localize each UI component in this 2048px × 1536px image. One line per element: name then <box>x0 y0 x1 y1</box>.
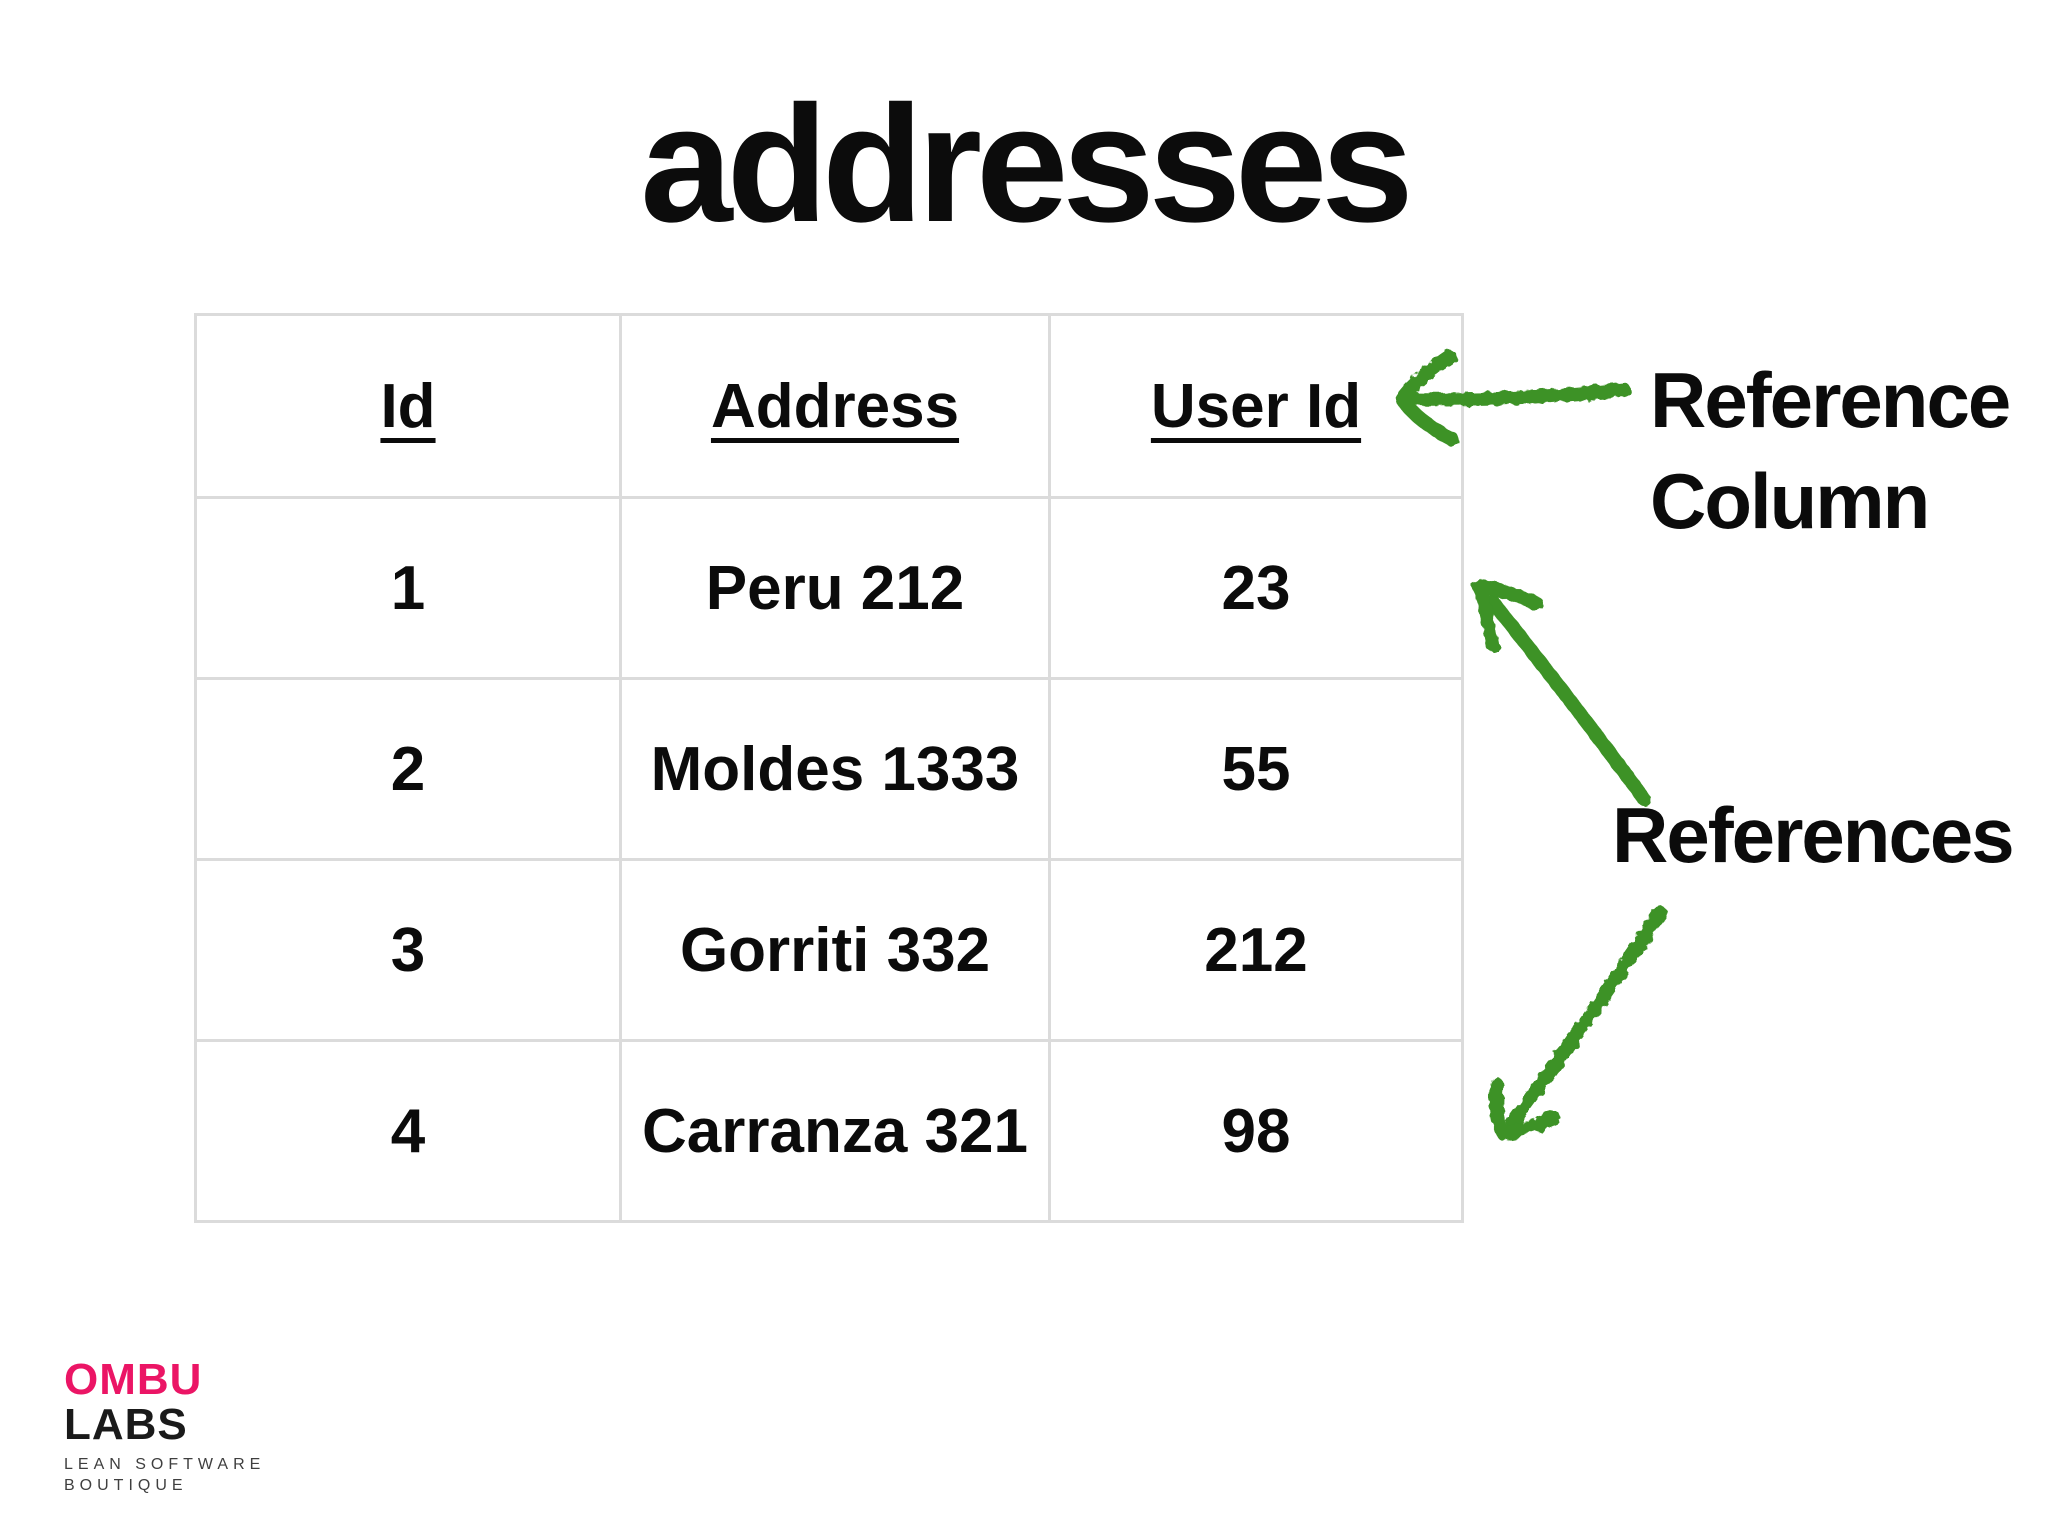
ombulabs-logo: OMBU LABS LEAN SOFTWARE BOUTIQUE <box>64 1358 265 1497</box>
page-title: addresses <box>640 72 1413 257</box>
column-header-id: Id <box>194 313 622 499</box>
references-arrow-up-icon <box>1472 579 1651 806</box>
cell-address: Carranza 321 <box>619 1039 1051 1223</box>
logo-tagline-line1: LEAN SOFTWARE <box>64 1456 266 1473</box>
addresses-table: Id Address User Id 1 Peru 212 23 2 Molde… <box>194 313 1464 1223</box>
table-row: 1 Peru 212 23 <box>194 496 1464 680</box>
column-header-user-id: User Id <box>1048 313 1464 499</box>
cell-user-id: 212 <box>1048 858 1464 1042</box>
column-header-id-label: Id <box>380 371 436 441</box>
reference-column-label-line2: Column <box>1650 457 1930 546</box>
logo-tagline-line2: BOUTIQUE <box>64 1476 188 1494</box>
cell-user-id: 55 <box>1048 677 1464 861</box>
cell-user-id: 23 <box>1048 496 1464 680</box>
logo-labs-text: LABS <box>64 1400 188 1449</box>
logo-ombu-text: OMBU <box>64 1355 203 1404</box>
reference-column-label-line1: Reference <box>1650 356 2011 444</box>
cell-id: 1 <box>194 496 622 680</box>
table-row: 2 Moldes 1333 55 <box>194 677 1464 861</box>
cell-id: 2 <box>194 677 622 861</box>
column-header-user-id-label: User Id <box>1150 371 1362 441</box>
references-label: References <box>1612 791 2015 879</box>
cell-user-id: 98 <box>1048 1039 1464 1223</box>
table-row: 4 Carranza 321 98 <box>194 1039 1464 1223</box>
column-header-address: Address <box>619 313 1051 499</box>
reference-column-label: Reference Column <box>1650 350 2011 553</box>
column-header-address-label: Address <box>710 371 960 441</box>
references-arrow-down-icon <box>1488 906 1667 1140</box>
cell-address: Peru 212 <box>619 496 1051 680</box>
table-row: 3 Gorriti 332 212 <box>194 858 1464 1042</box>
cell-address: Moldes 1333 <box>619 677 1051 861</box>
cell-id: 3 <box>194 858 622 1042</box>
logo-tagline: LEAN SOFTWARE BOUTIQUE <box>64 1455 265 1497</box>
cell-id: 4 <box>194 1039 622 1223</box>
cell-address: Gorriti 332 <box>619 858 1051 1042</box>
table-header-row: Id Address User Id <box>194 313 1464 499</box>
